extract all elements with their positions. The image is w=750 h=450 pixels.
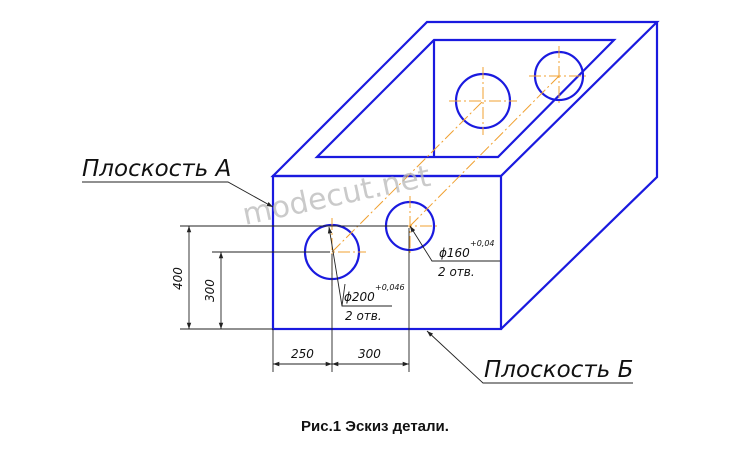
label-dim-300-vertical: 300 [203, 279, 217, 302]
leaders [82, 181, 633, 384]
label-hole-small-tolerance: +0,04 [470, 239, 495, 248]
label-plane-b: Плоскость Б [484, 357, 633, 383]
leader-hole-small [409, 225, 500, 262]
holes [303, 50, 585, 281]
through-axis-large [331, 100, 484, 253]
label-dim-250: 250 [291, 347, 314, 361]
label-hole-large-tolerance: +0,046 [375, 283, 405, 292]
figure-caption: Рис.1 Эскиз детали. [301, 418, 449, 435]
label-dim-300-horizontal: 300 [358, 347, 381, 361]
dimension-lines [180, 225, 410, 372]
label-hole-small-diameter: ϕ160 [439, 246, 470, 260]
label-dim-400: 400 [171, 267, 185, 290]
leader-plane-a [82, 181, 274, 208]
right-face [500, 22, 659, 330]
label-hole-small-count: 2 отв. [438, 265, 475, 279]
label-plane-a: Плоскость А [82, 156, 231, 182]
label-hole-large-count: 2 отв. [345, 309, 382, 323]
box-outline [270, 20, 660, 331]
top-face [270, 20, 660, 178]
through-axis-small [409, 75, 560, 227]
watermark: modecut.net [239, 159, 433, 233]
label-hole-large-diameter: ϕ200 [344, 290, 375, 304]
top-opening-outer [314, 38, 617, 159]
leader-plane-b [426, 330, 633, 384]
